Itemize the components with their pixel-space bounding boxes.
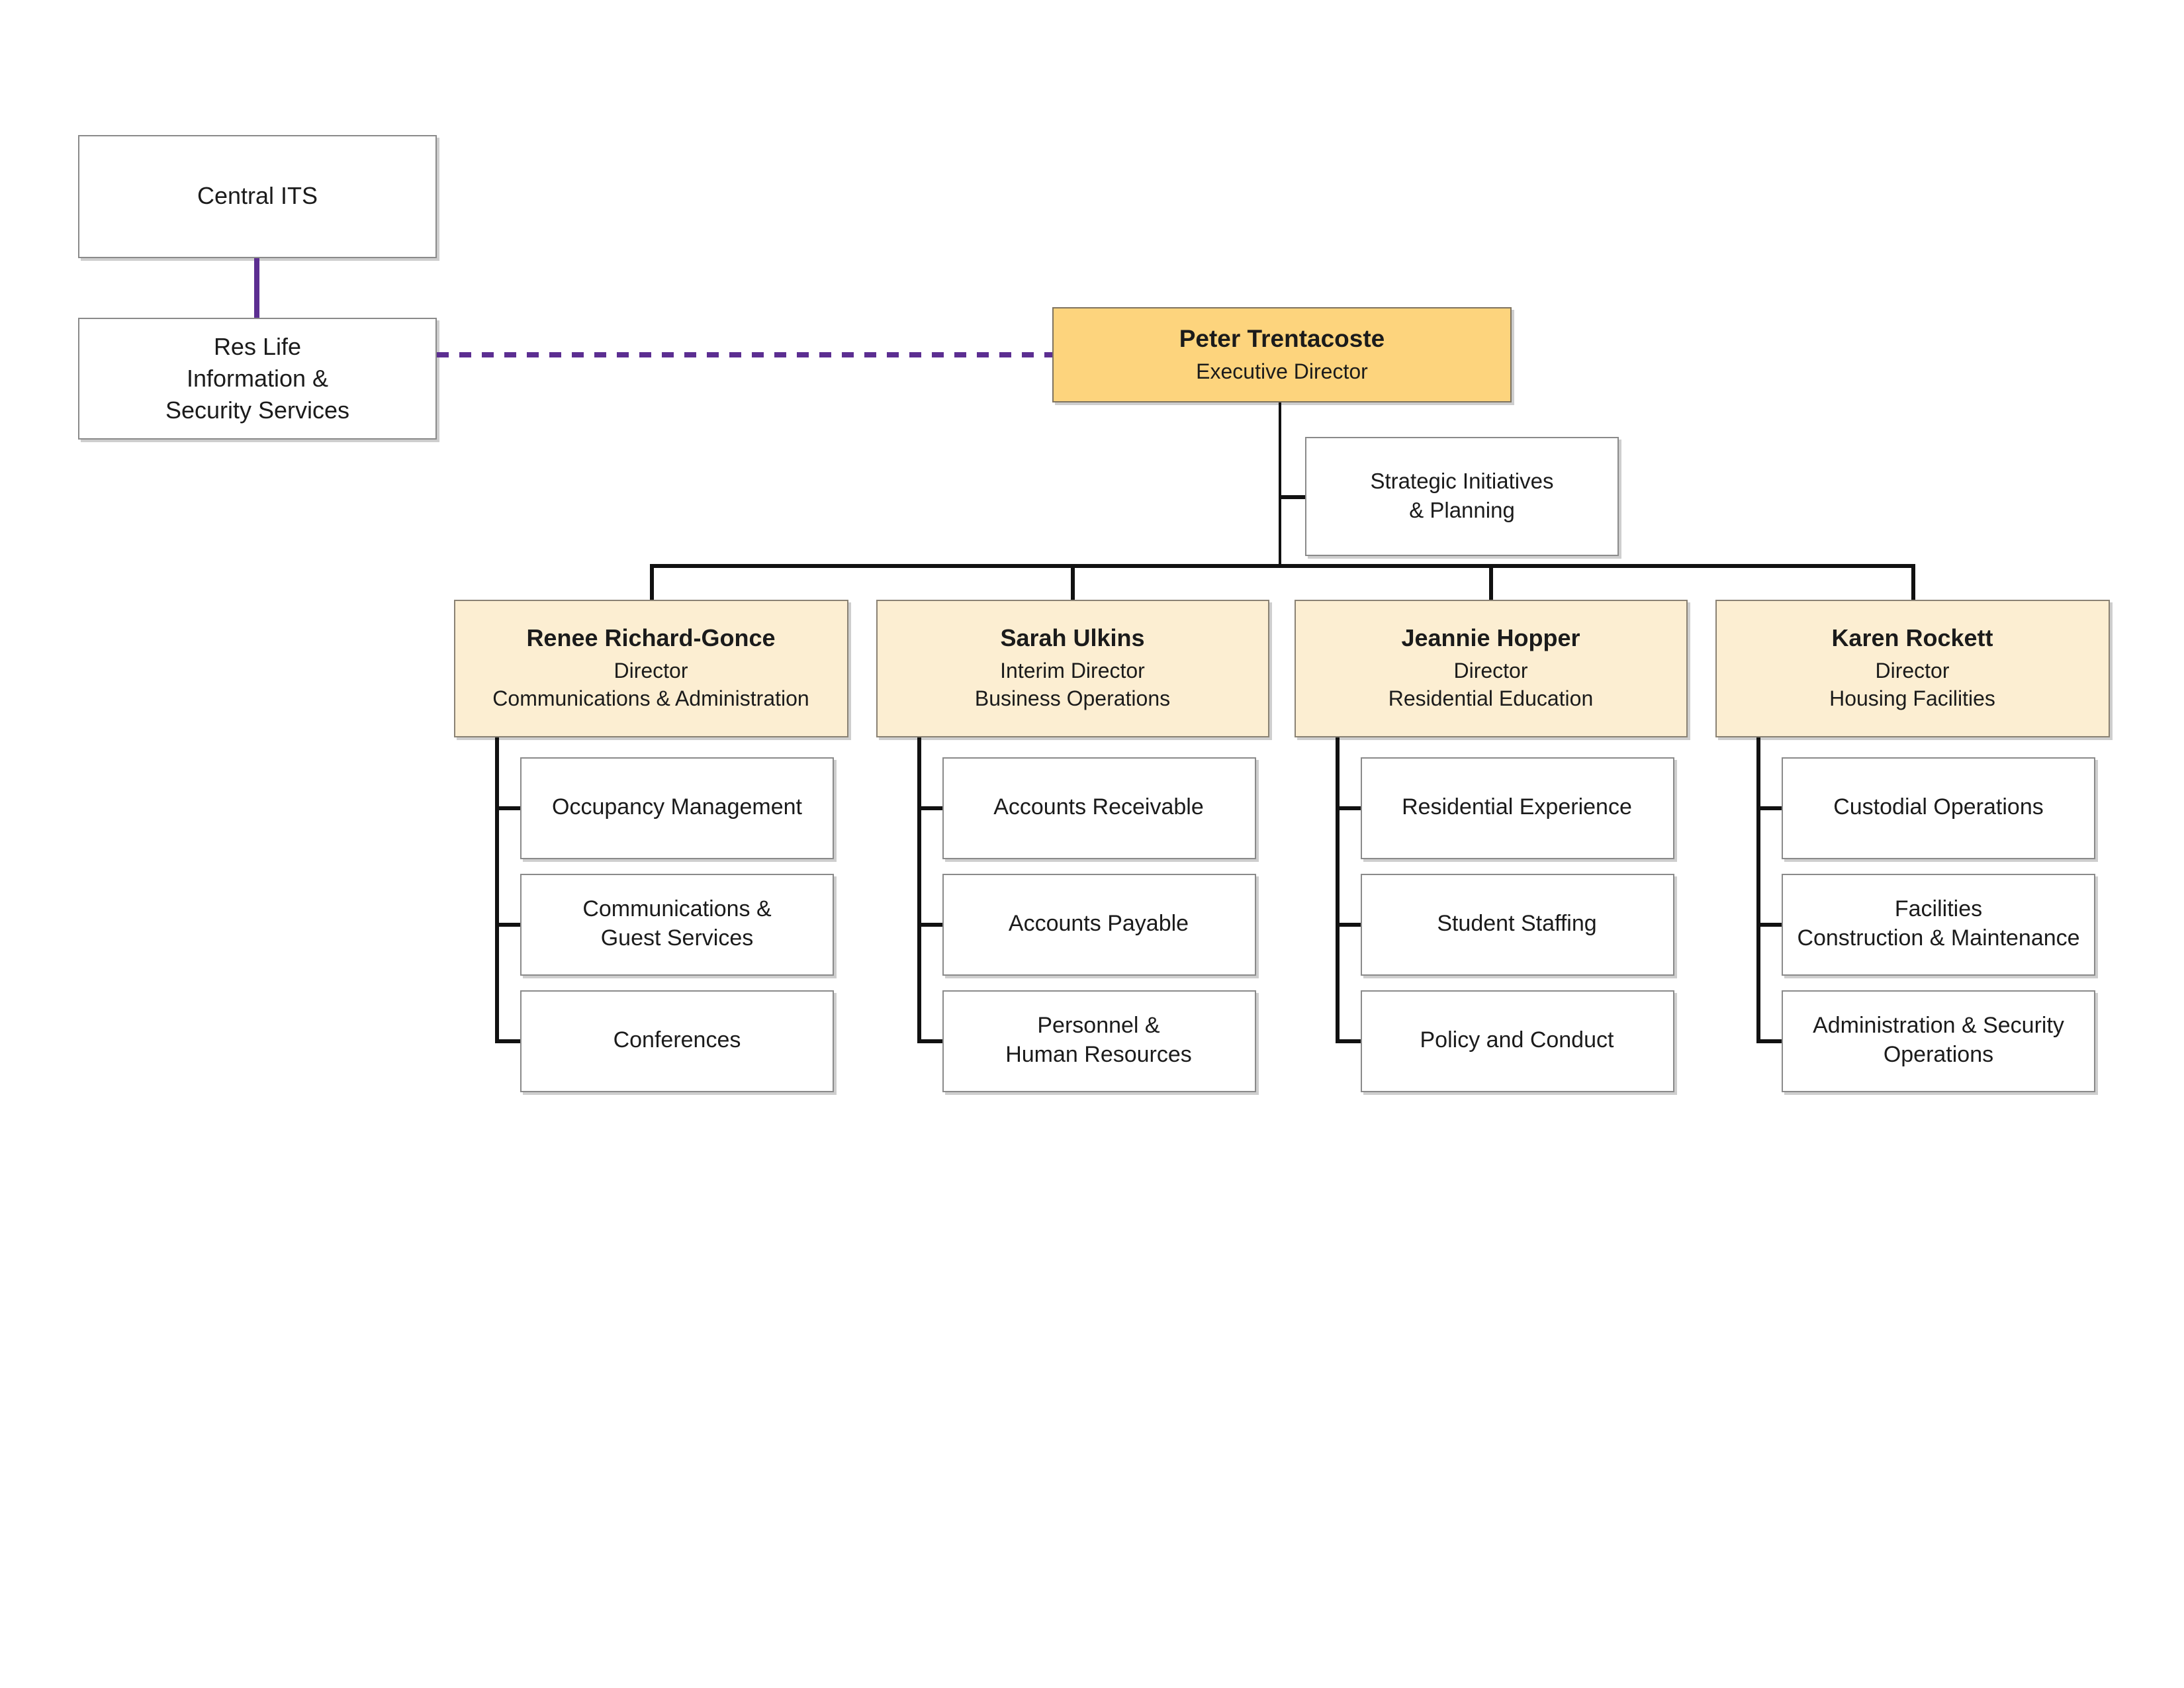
director-dept: Housing Facilities [1829,688,1995,712]
connector-column-1 [495,737,499,1043]
director-name: Sarah Ulkins [1000,625,1145,652]
node-label-line: Operations [1883,1042,1994,1067]
node-label-line: Administration & Security [1813,1012,2064,1038]
node-report-policy-and-conduct: Policy and Conduct [1360,990,1674,1092]
node-label: Central ITS [197,183,318,210]
connector-stub-1-3 [495,1039,520,1043]
node-report-administration-security-operations: Administration & Security Operations [1782,990,2095,1092]
connector-stub-3-3 [1335,1039,1360,1043]
node-label-line: Personnel & [1037,1012,1160,1038]
node-label-line: Construction & Maintenance [1797,925,2080,951]
node-label-line: & Planning [1409,499,1515,523]
node-label-line: Accounts Payable [1008,910,1189,936]
node-label-line: Information & [186,365,329,392]
node-central-its: Central ITS [78,135,437,258]
director-name: Karen Rockett [1831,625,1993,652]
connector-stub-4-3 [1756,1039,1782,1043]
director-name: Renee Richard-Gonce [526,625,776,652]
connector-dotted-reslife-to-executive [437,352,1052,357]
node-report-personnel-hr: Personnel & Human Resources [942,990,1255,1092]
node-label-line: Accounts Receivable [993,794,1204,820]
node-label-line: Occupancy Management [552,794,802,820]
node-res-life: Res Life Information & Security Services [78,318,437,440]
connector-central-to-reslife [254,258,259,318]
director-title: Director [1875,660,1950,683]
director-title: Director [614,660,688,683]
node-label-line: Facilities [1894,896,1983,921]
node-label-line: Policy and Conduct [1420,1027,1614,1053]
node-director-business-operations: Sarah Ulkins Interim Director Business O… [876,600,1269,737]
node-director-residential-education: Jeannie Hopper Director Residential Educ… [1294,600,1688,737]
node-label-line: Guest Services [600,925,754,951]
connector-drop-director-3 [1489,564,1493,600]
director-dept: Residential Education [1388,688,1594,712]
connector-strategic-stub [1279,494,1305,498]
node-report-student-staffing: Student Staffing [1360,873,1674,975]
node-strategic-initiatives: Strategic Initiatives & Planning [1305,437,1619,556]
connector-stub-2-1 [917,806,942,810]
connector-stub-2-3 [917,1039,942,1043]
connector-drop-director-4 [1911,564,1915,600]
connector-drop-director-2 [1071,564,1075,600]
director-title: Director [1453,660,1528,683]
node-label-line: Student Staffing [1437,910,1597,936]
node-label-line: Security Services [165,397,350,424]
node-report-residential-experience: Residential Experience [1360,757,1674,859]
connector-stub-1-2 [495,922,520,926]
executive-name: Peter Trentacoste [1179,324,1385,352]
connector-stub-3-2 [1335,922,1360,926]
node-label-line: Human Resources [1005,1042,1192,1067]
node-label-line: Conferences [613,1027,741,1053]
director-dept: Communications & Administration [492,688,809,712]
connector-stub-4-2 [1756,922,1782,926]
node-executive-director: Peter Trentacoste Executive Director [1052,307,1512,402]
director-title: Interim Director [1000,660,1145,683]
connector-stub-2-2 [917,922,942,926]
director-name: Jeannie Hopper [1401,625,1580,652]
node-label-line: Communications & [582,896,772,921]
node-report-custodial-operations: Custodial Operations [1782,757,2095,859]
node-report-conferences: Conferences [520,990,834,1092]
connector-column-4 [1756,737,1760,1043]
connector-stub-3-1 [1335,806,1360,810]
node-label-line: Residential Experience [1402,794,1632,820]
connector-drop-director-1 [649,564,653,600]
director-dept: Business Operations [974,688,1171,712]
node-report-accounts-payable: Accounts Payable [942,873,1255,975]
node-director-communications: Renee Richard-Gonce Director Communicati… [454,600,848,737]
node-report-occupancy-management: Occupancy Management [520,757,834,859]
node-report-communications-guest-services: Communications & Guest Services [520,873,834,975]
executive-title: Executive Director [1196,361,1368,384]
node-report-accounts-receivable: Accounts Receivable [942,757,1255,859]
connector-column-2 [917,737,921,1043]
connector-column-3 [1335,737,1339,1043]
node-label-line: Strategic Initiatives [1370,469,1554,494]
connector-stub-1-1 [495,806,520,810]
node-label-line: Res Life [213,333,302,360]
connector-executive-drop [1279,402,1281,567]
node-label-line: Custodial Operations [1833,794,2044,820]
connector-distribution-line [650,564,1913,568]
node-report-facilities-construction-maintenance: Facilities Construction & Maintenance [1782,873,2095,975]
node-director-housing-facilities: Karen Rockett Director Housing Facilitie… [1715,600,2109,737]
connector-stub-4-1 [1756,806,1782,810]
